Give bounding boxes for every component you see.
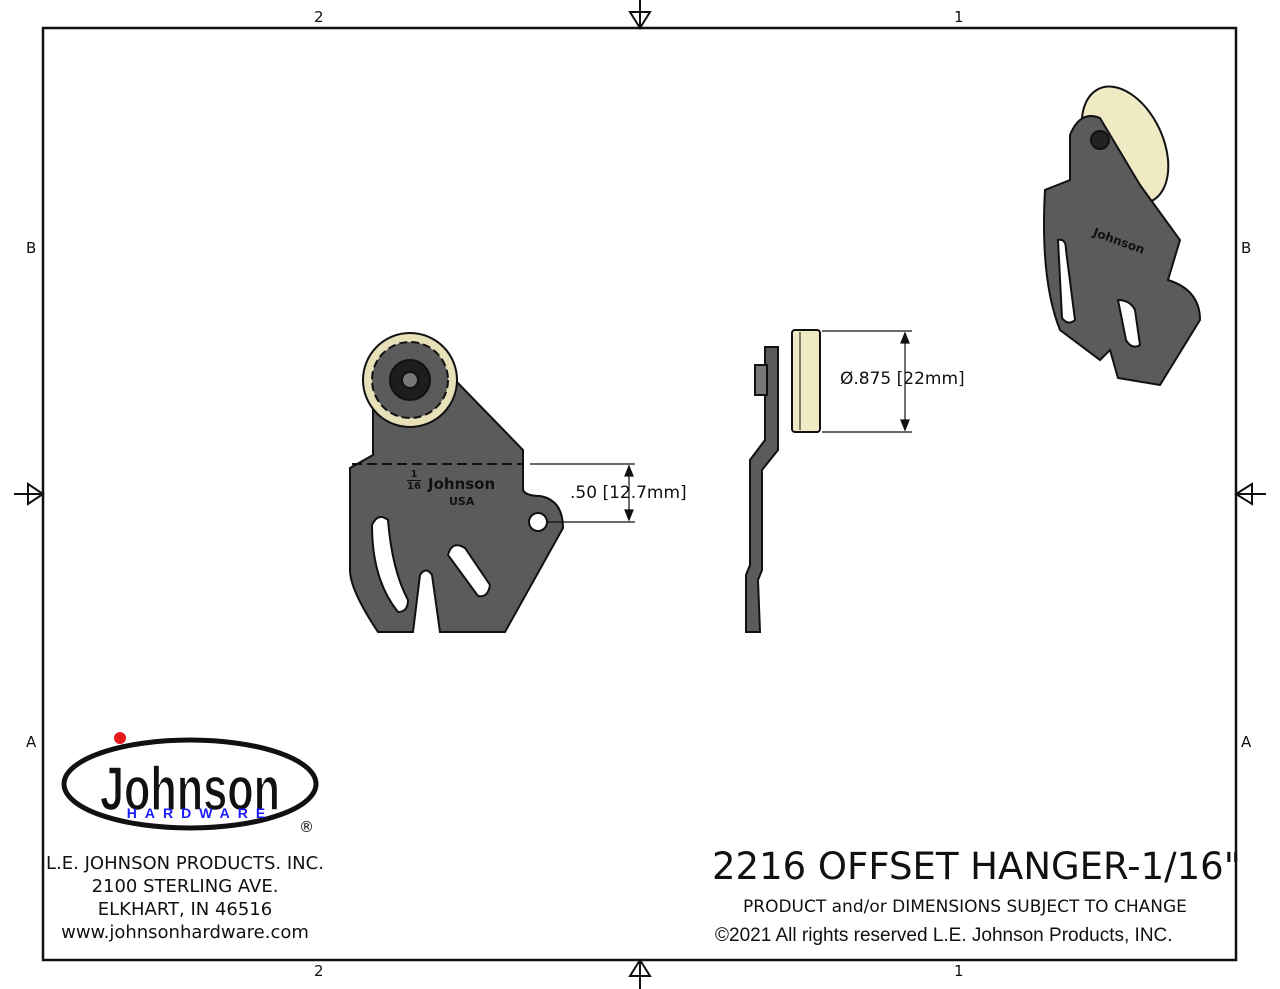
- zone-label-right-a: A: [1241, 733, 1252, 751]
- zone-label-left-a: A: [26, 733, 37, 751]
- isometric-view: [1043, 85, 1202, 387]
- origin-marking: USA: [449, 495, 475, 508]
- gauge-marking: 1 16: [407, 469, 421, 492]
- zone-label-bottom-left: 2: [314, 962, 324, 980]
- johnson-logo: Johnson HARDWARE: [61, 732, 319, 831]
- side-roller: [791, 329, 821, 433]
- company-website[interactable]: www.johnsonhardware.com: [61, 922, 309, 943]
- zone-label-left-b: B: [26, 239, 37, 257]
- slot-right: [446, 544, 492, 598]
- hanger-plate: [349, 378, 565, 633]
- zone-label-top-left: 2: [314, 8, 324, 26]
- svg-text:Johnson: Johnson: [100, 755, 280, 824]
- diameter-dimension: [822, 330, 912, 433]
- registered-mark: ®: [299, 818, 314, 836]
- company-city: ELKHART, IN 46516: [97, 899, 273, 920]
- brand-marking: Johnson: [428, 475, 496, 493]
- company-name: L.E. JOHNSON PRODUCTS. INC.: [46, 853, 324, 874]
- mount-hole: [528, 512, 548, 532]
- svg-text:HARDWARE: HARDWARE: [127, 805, 273, 821]
- drawing-title: 2216 OFFSET HANGER-1/16": [712, 845, 1241, 888]
- side-view: [745, 329, 821, 633]
- change-notice: PRODUCT and/or DIMENSIONS SUBJECT TO CHA…: [743, 897, 1187, 917]
- offset-dimension-label: .50 [12.7mm]: [570, 483, 687, 503]
- diameter-dimension-label: Ø.875 [22mm]: [840, 369, 965, 389]
- zone-label-right-b: B: [1241, 239, 1252, 257]
- zone-label-bottom-right: 1: [954, 962, 964, 980]
- zone-label-top-right: 1: [954, 8, 964, 26]
- offset-dimension: [530, 463, 635, 523]
- slot-left: [370, 515, 410, 614]
- company-street: 2100 STERLING AVE.: [91, 876, 279, 897]
- front-view: [349, 332, 565, 633]
- copyright: ©2021 All rights reserved L.E. Johnson P…: [715, 925, 1173, 946]
- centering-marks: [14, 0, 1266, 989]
